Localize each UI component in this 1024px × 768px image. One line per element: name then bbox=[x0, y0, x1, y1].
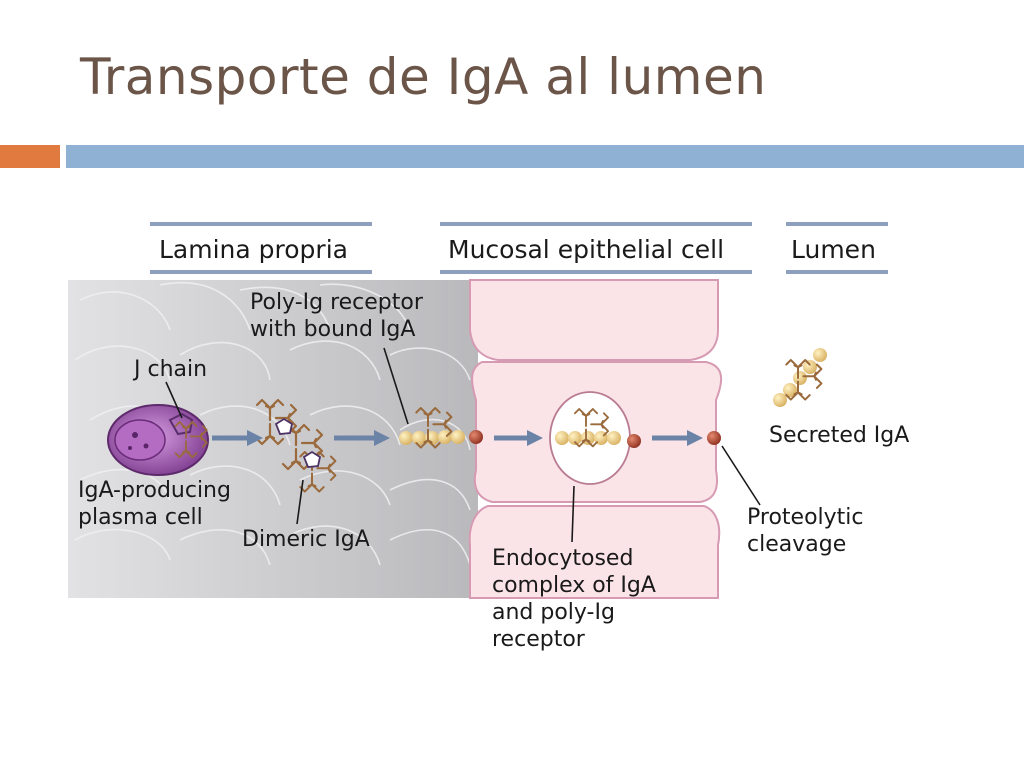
header-lumen: Lumen bbox=[786, 222, 888, 274]
header-lamina-label: Lamina propria bbox=[159, 235, 348, 264]
endocytic-vesicle bbox=[549, 391, 641, 485]
label-plasma-cell-line2: plasma cell bbox=[78, 505, 203, 530]
secreted-iga bbox=[773, 348, 827, 407]
header-epithelial-label: Mucosal epithelial cell bbox=[448, 235, 724, 264]
label-proteolytic-line1: Proteolytic bbox=[747, 505, 864, 530]
header-epithelial-cell: Mucosal epithelial cell bbox=[440, 222, 752, 274]
label-poly-ig-receptor-line2: with bound IgA bbox=[250, 317, 415, 342]
header-lamina-propria: Lamina propria bbox=[150, 222, 372, 274]
label-dimeric-iga: Dimeric IgA bbox=[242, 527, 370, 552]
label-j-chain: J chain bbox=[132, 357, 207, 382]
header-lumen-label: Lumen bbox=[791, 235, 876, 264]
label-endocytosed-line2: complex of IgA bbox=[492, 573, 656, 598]
dimeric-iga-molecules bbox=[257, 400, 335, 492]
label-proteolytic-line2: cleavage bbox=[747, 532, 846, 557]
label-secreted-iga: Secreted IgA bbox=[769, 423, 909, 448]
leader-lines bbox=[165, 347, 761, 543]
cleaved-receptor-fragment bbox=[707, 431, 721, 445]
label-poly-ig-receptor-line1: Poly-Ig receptor bbox=[250, 290, 424, 315]
label-plasma-cell-line1: IgA-producing bbox=[78, 478, 231, 503]
slide-title: Transporte de IgA al lumen bbox=[80, 48, 767, 106]
title-divider-bar bbox=[66, 145, 1024, 168]
label-endocytosed-line1: Endocytosed bbox=[492, 546, 633, 571]
label-endocytosed-line4: receptor bbox=[492, 627, 586, 652]
title-accent-bar bbox=[0, 145, 60, 168]
plasma-cell bbox=[107, 404, 209, 476]
label-endocytosed-line3: and poly-Ig bbox=[492, 600, 615, 625]
poly-ig-receptor-complex bbox=[399, 408, 483, 448]
